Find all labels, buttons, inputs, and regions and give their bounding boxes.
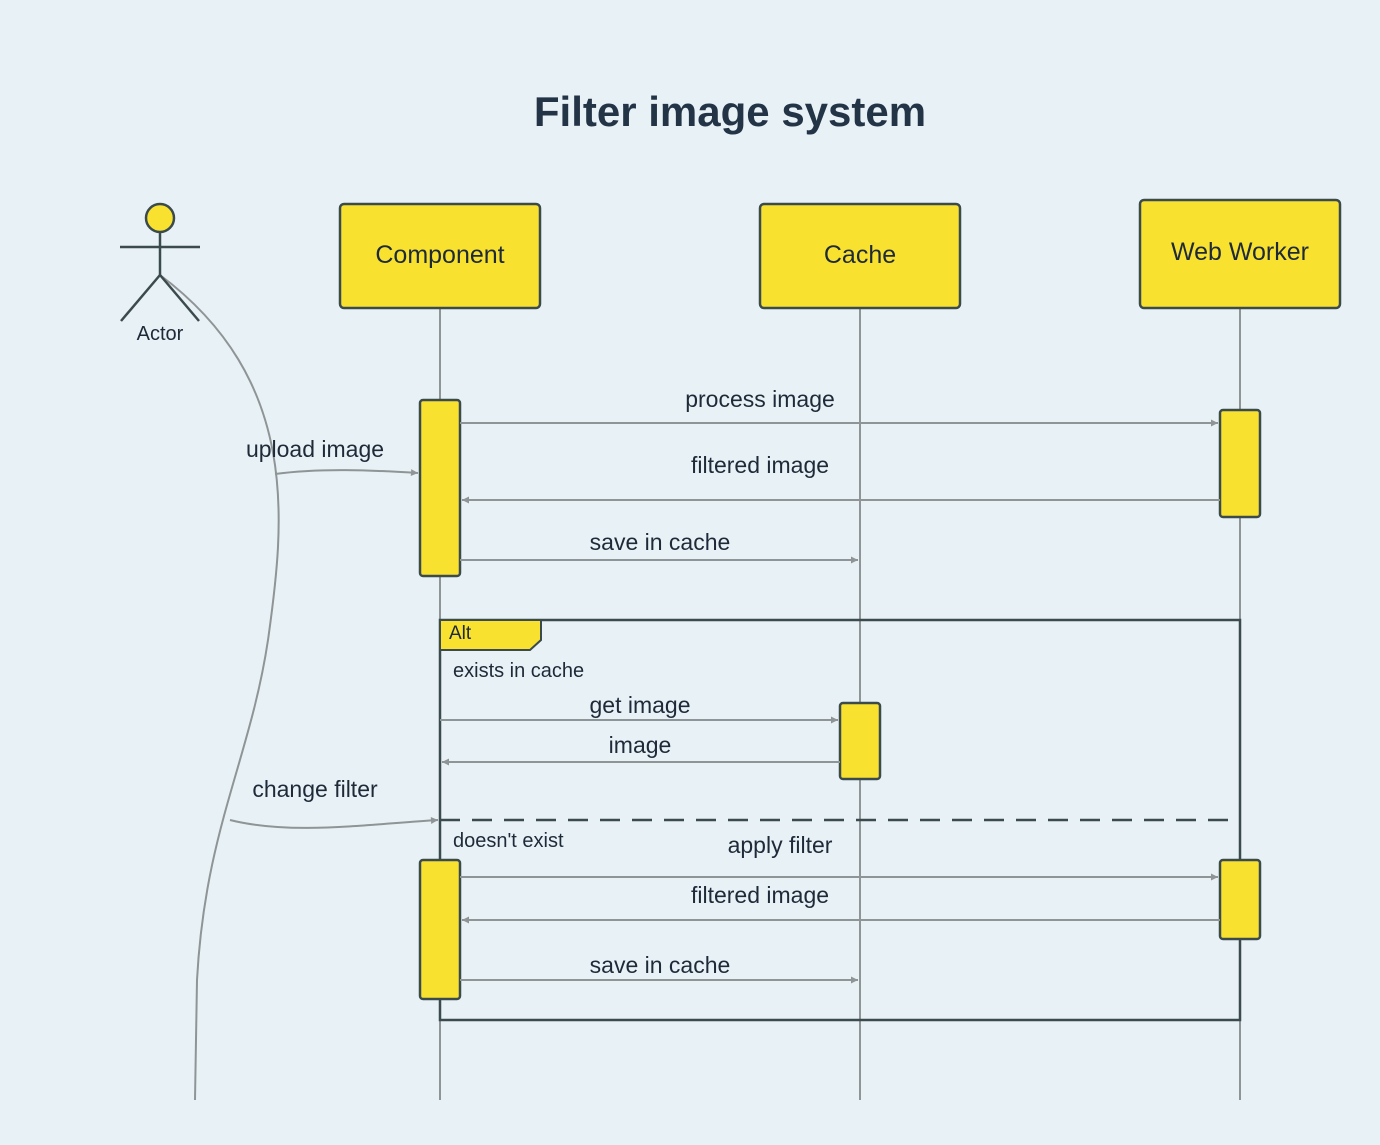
label-process-image: process image [685,386,835,412]
alt-label: Alt [449,623,472,644]
label-get-image: get image [589,692,690,718]
activation-component-1 [418,398,462,578]
label-change-filter: change filter [252,776,378,802]
arrow-upload-image [274,469,419,477]
participant-label-component: Component [375,241,504,269]
lifeline-actor [159,274,280,1101]
participant-label-cache: Cache [824,241,896,269]
participant-label-web-worker: Web Worker [1171,238,1309,266]
label-filtered-image-2: filtered image [691,882,829,908]
label-save-in-cache-1: save in cache [590,529,731,555]
alt-guard-exists: exists in cache [453,660,584,682]
actor-icon [120,202,200,322]
label-apply-filter: apply filter [728,832,833,858]
activation-web-worker-1 [1218,408,1262,519]
label-save-in-cache-2: save in cache [590,952,731,978]
activation-component-2 [418,858,462,1001]
actor-label: Actor [137,323,184,345]
arrow-change-filter [229,816,439,829]
participant-component: Component [338,202,542,310]
activation-cache-1 [838,701,882,781]
activation-web-worker-2 [1218,858,1262,941]
label-filtered-image-1: filtered image [691,452,829,478]
label-image: image [609,732,672,758]
participant-cache: Cache [758,202,962,310]
alt-guard-not-exists: doesn't exist [453,830,564,852]
participant-web-worker: Web Worker [1138,198,1342,310]
label-upload-image: upload image [246,436,384,462]
diagram-title: Filter image system [534,88,926,135]
